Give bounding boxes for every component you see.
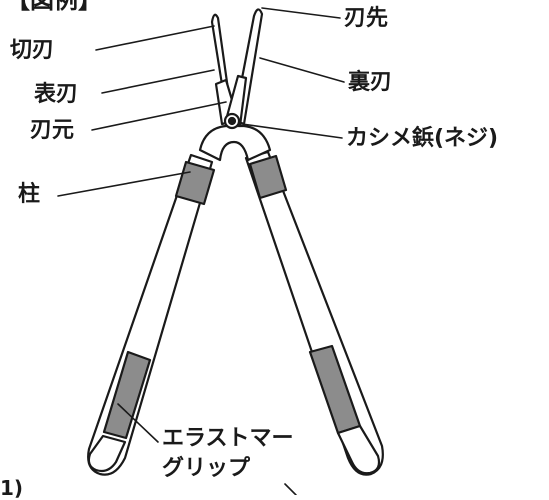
header-fragment: 【図例】 xyxy=(6,0,102,14)
right-collar xyxy=(248,154,288,200)
right-handle xyxy=(244,150,384,476)
left-collar xyxy=(174,160,216,206)
leader-omoteba xyxy=(101,69,215,94)
leader-e xyxy=(57,171,191,197)
joint-body xyxy=(198,124,272,162)
leader-extra xyxy=(284,483,297,495)
leader-hasaki xyxy=(261,7,341,19)
label-omoteba: 表刃 xyxy=(34,82,79,107)
label-hamoto: 刃元 xyxy=(30,118,75,143)
label-grip-line1: エラストマー xyxy=(162,426,294,451)
label-hasaki: 刃先 xyxy=(344,6,389,31)
leader-kiriha xyxy=(95,25,215,51)
footer-fragment: 1) xyxy=(0,476,24,500)
label-uraba: 裏刃 xyxy=(348,70,393,95)
left-handle xyxy=(87,153,216,476)
leader-uraba xyxy=(259,57,345,83)
label-kiriha: 切刃 xyxy=(10,38,55,63)
leader-grip xyxy=(117,403,159,443)
label-e: 柱 xyxy=(18,182,41,207)
label-grip-line2: グリップ xyxy=(162,456,251,481)
left-grip-upper xyxy=(102,350,152,440)
leader-kashime xyxy=(241,123,343,139)
label-kashime: カシメ鋲(ネジ) xyxy=(346,126,499,151)
leader-hamoto xyxy=(91,101,227,131)
